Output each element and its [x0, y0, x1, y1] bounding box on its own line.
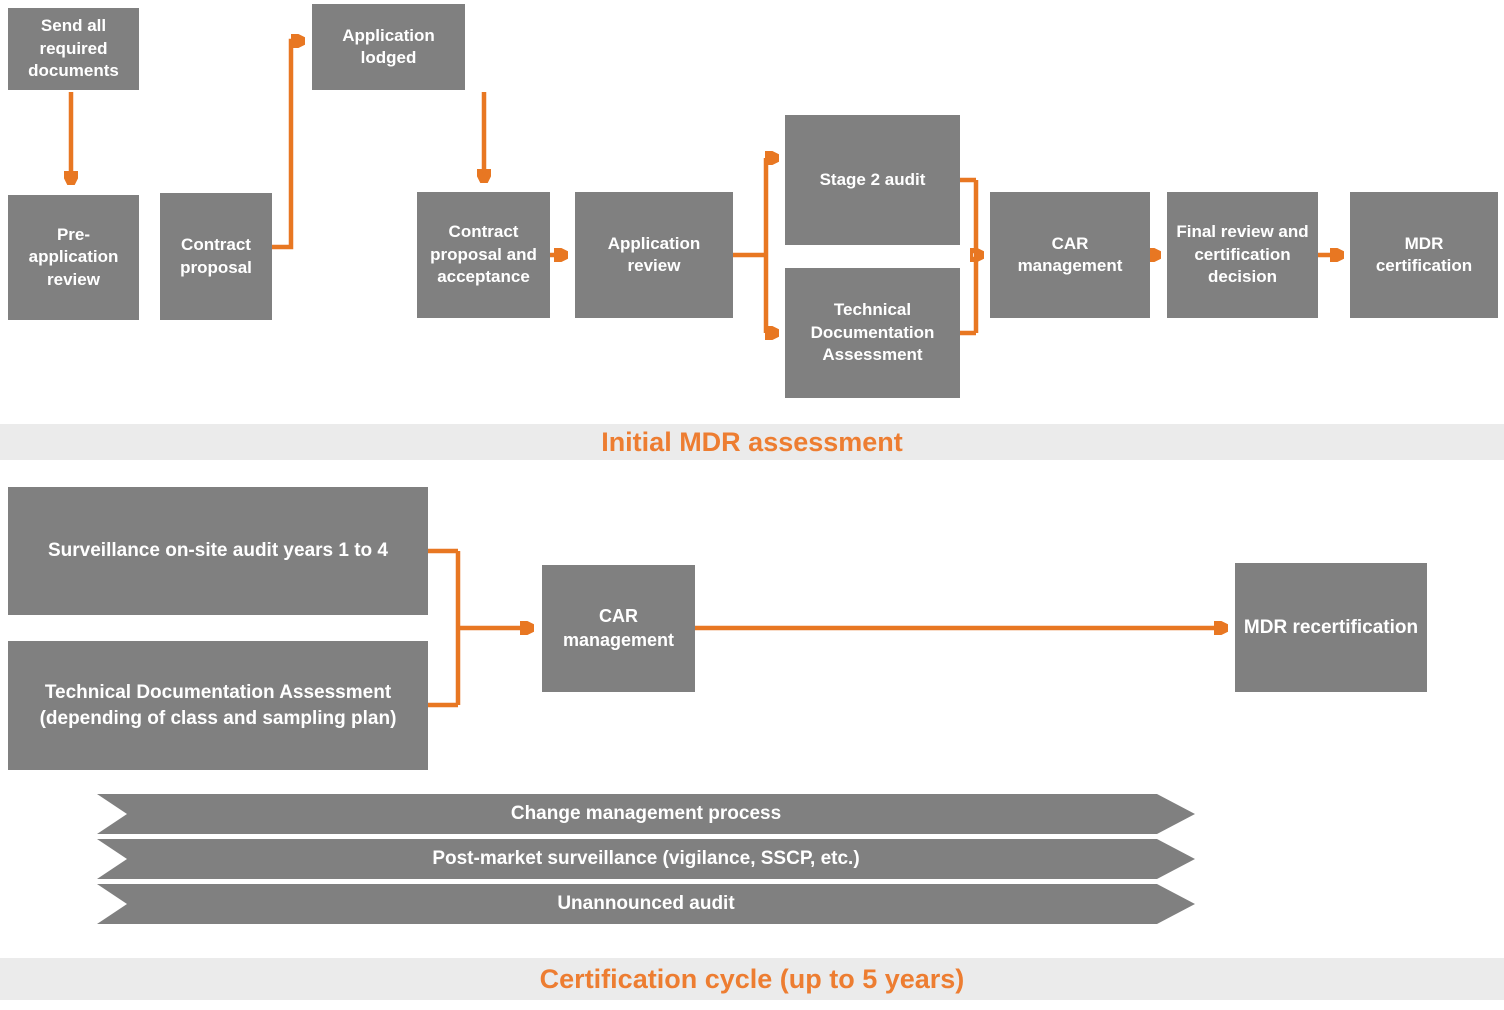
chevron-banner-unannounced-audit: Unannounced audit: [97, 884, 1195, 924]
node-surveillance-audit: Surveillance on-site audit years 1 to 4: [8, 487, 428, 615]
node-technical-documentation-assessment: Technical Documentation Assessment: [785, 268, 960, 398]
section-banner-initial-mdr-assessment: Initial MDR assessment: [0, 424, 1504, 460]
connector-cycle-merge: [428, 548, 461, 708]
node-cycle-car-management: CAR management: [542, 565, 695, 692]
node-send-documents: Send all required documents: [8, 8, 139, 90]
arrow-contract-to-lodged: [272, 41, 303, 250]
node-contract-proposal-acceptance: Contract proposal and acceptance: [417, 192, 550, 318]
node-mdr-recertification: MDR recertification: [1235, 563, 1427, 692]
connector-merge-to-car: [960, 177, 979, 336]
node-technical-documentation-sampling: Technical Documentation Assessment (depe…: [8, 641, 428, 770]
node-car-management: CAR management: [990, 192, 1150, 318]
chevron-banner-post-market-surveillance: Post-market surveillance (vigilance, SSC…: [97, 839, 1195, 879]
node-contract-proposal: Contract proposal: [160, 193, 272, 320]
section-banner-certification-cycle: Certification cycle (up to 5 years): [0, 958, 1504, 1000]
node-mdr-certification: MDR certification: [1350, 192, 1498, 318]
node-application-review: Application review: [575, 192, 733, 318]
node-pre-application-review: Pre-application review: [8, 195, 139, 320]
node-final-review: Final review and certification decision: [1167, 192, 1318, 318]
chevron-banner-change-management: Change management process: [97, 794, 1195, 834]
node-stage2-audit: Stage 2 audit: [785, 115, 960, 245]
connector-review-split: [733, 158, 769, 333]
node-application-lodged: Application lodged: [312, 4, 465, 90]
